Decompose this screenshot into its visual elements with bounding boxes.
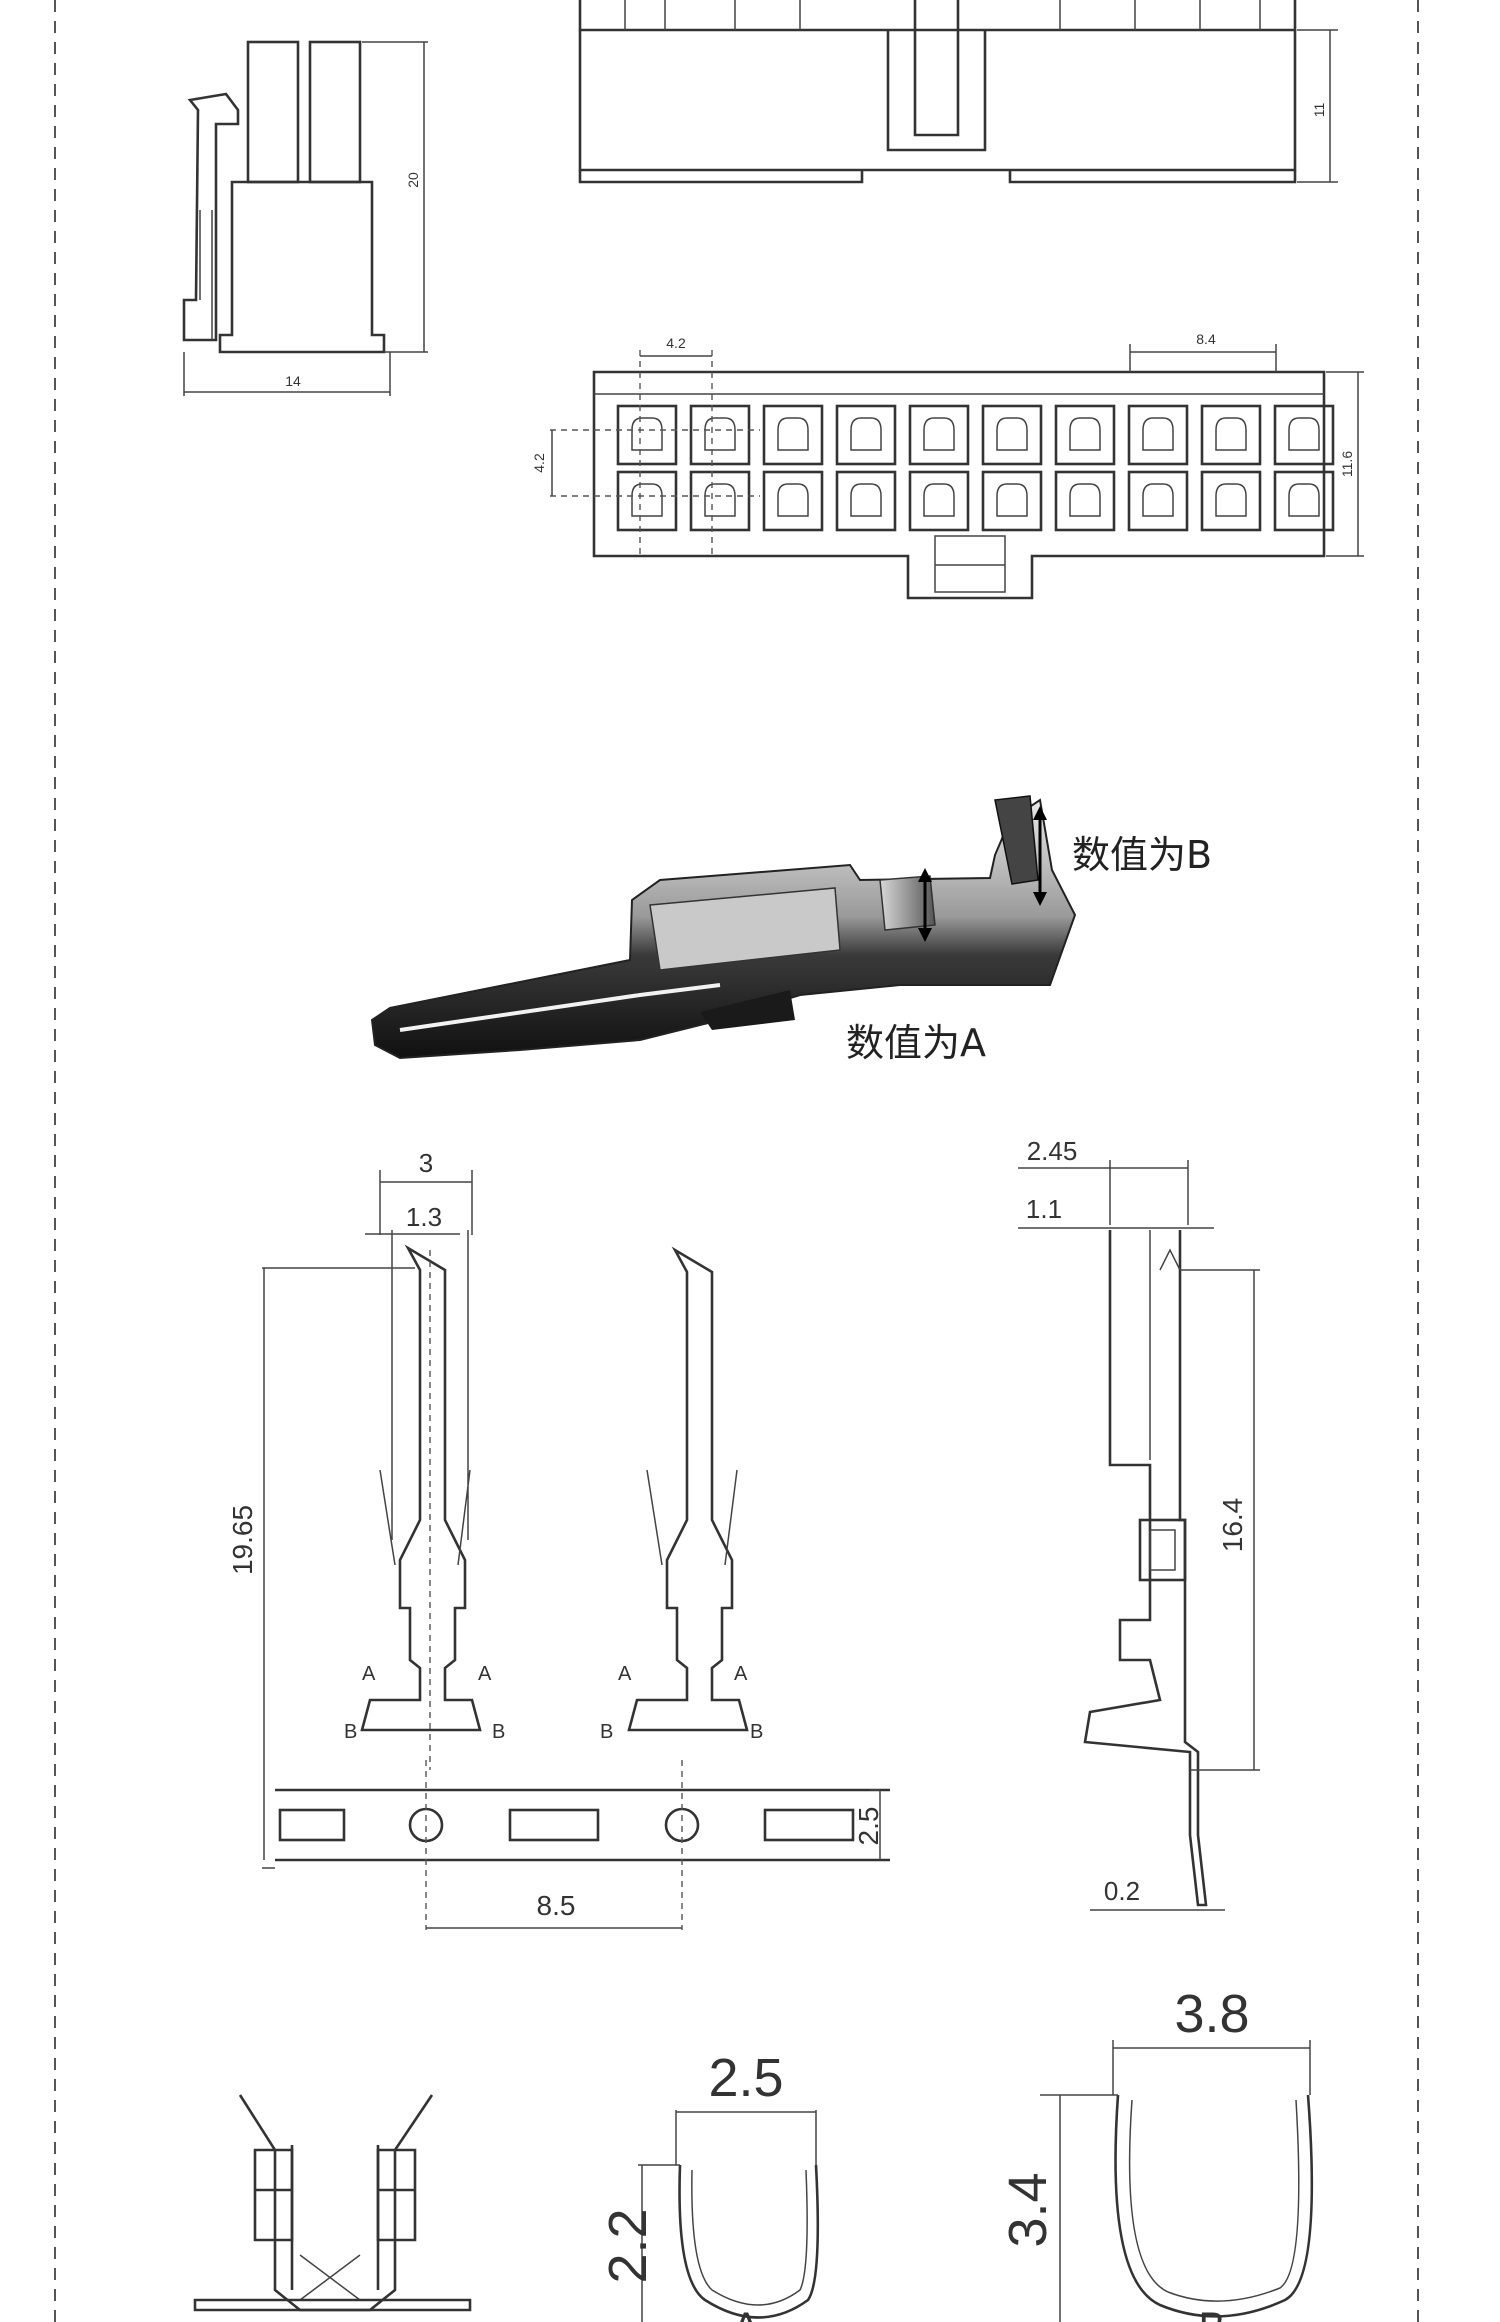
marker-b-4: B	[750, 1721, 763, 1743]
dim-crimp-b-height: 3.4	[998, 2172, 1058, 2247]
cavity-cell	[981, 470, 1043, 532]
dim-bottom-height: 11.6	[1339, 451, 1355, 477]
cavity-cell	[1054, 404, 1116, 466]
cavity-cell	[1273, 470, 1335, 532]
cavity-cell	[981, 404, 1043, 466]
cavity-cell	[689, 470, 751, 532]
marker-b-2: B	[492, 1721, 505, 1743]
crimp-b-label: B	[1199, 2305, 1226, 2322]
marker-b-1: B	[344, 1721, 357, 1743]
dim-crimp-a-width: 2.5	[708, 2048, 783, 2108]
dim-front-height: 11	[1311, 103, 1327, 118]
terminal-side-view: 2.45 1.1 16.4 0.2	[1018, 1136, 1260, 1911]
dim-side-tip: 1.1	[1026, 1194, 1062, 1224]
marker-b-3: B	[600, 1721, 613, 1743]
dim-housing-height: 20	[405, 172, 421, 188]
crimp-a-label: A	[733, 2305, 760, 2322]
cavity-cell	[1127, 404, 1189, 466]
marker-a-1: A	[362, 1663, 376, 1685]
cavity-cell	[835, 404, 897, 466]
cavity-cell	[908, 404, 970, 466]
housing-side-view: 20 14	[182, 40, 428, 396]
cavity-cell	[835, 470, 897, 532]
cavity-cell	[616, 404, 678, 466]
dim-row-pitch: 4.2	[531, 453, 547, 473]
cavity-cell	[762, 404, 824, 466]
terminal-strip-front-view: A A A A B B B B 3 1.3 19.65 2.5 8.5	[227, 1148, 890, 1930]
cavity-cell	[689, 404, 751, 466]
dim-pitch-8-4: 8.4	[1196, 331, 1216, 347]
housing-bottom-view: 4.2 8.4 4.2 11.6	[531, 331, 1364, 600]
marker-a-3: A	[618, 1663, 632, 1685]
cavity-cell	[762, 470, 824, 532]
dim-crimp-a-height: 2.2	[598, 2208, 658, 2283]
dim-strip-height: 2.5	[853, 1807, 884, 1846]
dim-housing-width: 14	[285, 373, 301, 389]
cavity-cell	[908, 470, 970, 532]
dim-pitch-4-2: 4.2	[666, 335, 686, 351]
terminal-pin-left	[360, 1230, 482, 1770]
cavity-cell	[1127, 470, 1189, 532]
crimp-end-view	[193, 2094, 472, 2312]
cavity-cell	[616, 470, 678, 532]
cavity-cell	[1200, 404, 1262, 466]
dim-tip-width: 1.3	[406, 1202, 442, 1232]
housing-front-view: 11	[578, 0, 1338, 184]
callout-value-a: 数值为A	[846, 1021, 986, 1065]
dim-crimp-b-width: 3.8	[1174, 1984, 1249, 2044]
marker-a-2: A	[478, 1663, 492, 1685]
cavity-cell	[1273, 404, 1335, 466]
dim-terminal-pitch: 8.5	[537, 1890, 576, 1921]
dim-side-width: 2.45	[1027, 1136, 1078, 1166]
cavity-cell	[1054, 470, 1116, 532]
callout-value-b: 数值为B	[1072, 833, 1212, 877]
terminal-photo: 数值为B 数值为A	[370, 795, 1212, 1065]
dim-terminal-width: 3	[419, 1148, 433, 1178]
terminal-pin-right	[627, 1246, 749, 1732]
crimp-b-profile: 3.8 3.4 B	[998, 1984, 1314, 2322]
dim-side-length: 16.4	[1217, 1498, 1248, 1553]
dim-thickness: 0.2	[1104, 1876, 1140, 1906]
cavity-cell	[1200, 470, 1262, 532]
crimp-a-profile: 2.5 2.2 A	[598, 2048, 820, 2322]
dim-terminal-length: 19.65	[227, 1505, 258, 1575]
cavity-grid	[616, 404, 1335, 532]
marker-a-4: A	[734, 1663, 748, 1685]
